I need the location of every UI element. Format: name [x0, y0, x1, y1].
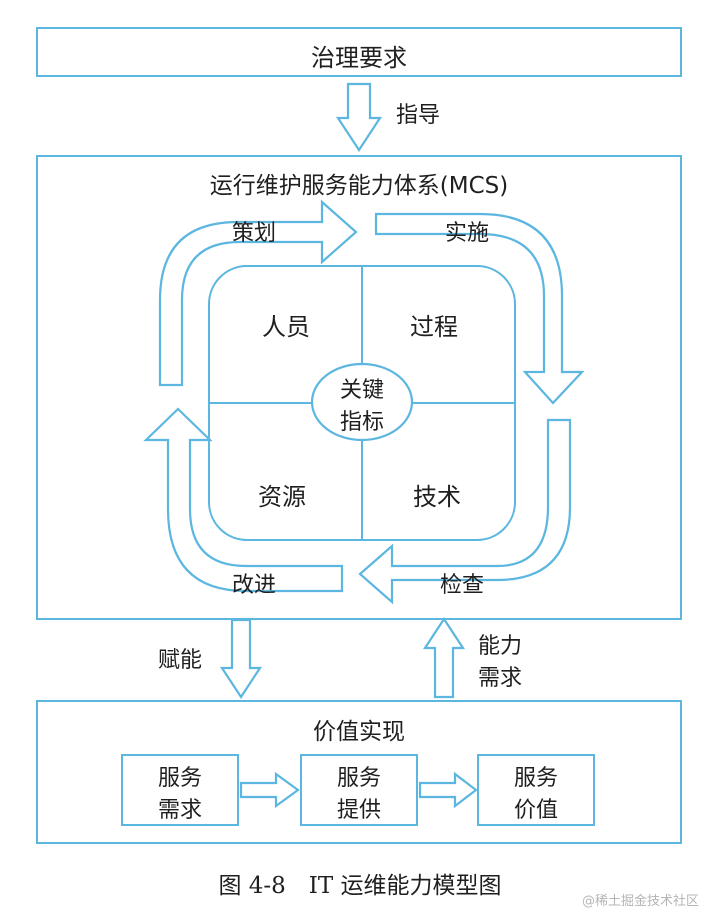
mcs-title: 运行维护服务能力体系(MCS) [209, 173, 509, 199]
step-2-line1: 服务 [336, 766, 381, 791]
demand-arrow [422, 616, 466, 699]
cycle-label-check: 检查 [440, 573, 485, 598]
step-box-service-value [477, 754, 595, 826]
watermark: @稀土掘金技术社区 [582, 894, 700, 909]
check-arrow [358, 418, 572, 605]
cycle-label-plan: 策划 [232, 221, 277, 246]
quadrant-people: 人员 [262, 313, 310, 341]
plan-arrow [158, 199, 358, 387]
step-3-line1: 服务 [513, 766, 558, 791]
step-box-service-delivery [300, 754, 418, 826]
cycle-label-implement: 实施 [445, 221, 490, 246]
guide-label: 指导 [396, 103, 441, 128]
key-indicator-line2: 指标 [339, 410, 384, 435]
demand-label-line1: 能力 [478, 634, 523, 659]
demand-label-line2: 需求 [478, 666, 523, 691]
value-arrow-2 [418, 771, 478, 809]
step-box-service-demand [121, 754, 239, 826]
cycle-label-improve: 改进 [232, 573, 277, 598]
step-3-line2: 价值 [513, 798, 558, 823]
step-1-line2: 需求 [157, 798, 202, 823]
improve-arrow [143, 407, 344, 593]
governance-title: 治理要求 [311, 44, 407, 72]
quadrant-resource: 资源 [258, 483, 306, 511]
quadrant-technology: 技术 [413, 483, 461, 511]
empower-label: 赋能 [158, 648, 203, 673]
key-indicator-line1: 关键 [339, 378, 384, 403]
quadrant-process: 过程 [410, 313, 458, 341]
guide-arrow [335, 82, 383, 153]
figure-caption: 图 4-8 IT 运维能力模型图 [218, 873, 502, 899]
value-title: 价值实现 [313, 719, 405, 745]
step-1-line1: 服务 [157, 766, 202, 791]
key-indicator-circle [310, 362, 414, 442]
step-2-line2: 提供 [336, 798, 381, 823]
value-arrow-1 [239, 771, 300, 809]
implement-arrow [374, 212, 585, 405]
governance-box [36, 27, 682, 77]
empower-arrow [219, 618, 263, 700]
